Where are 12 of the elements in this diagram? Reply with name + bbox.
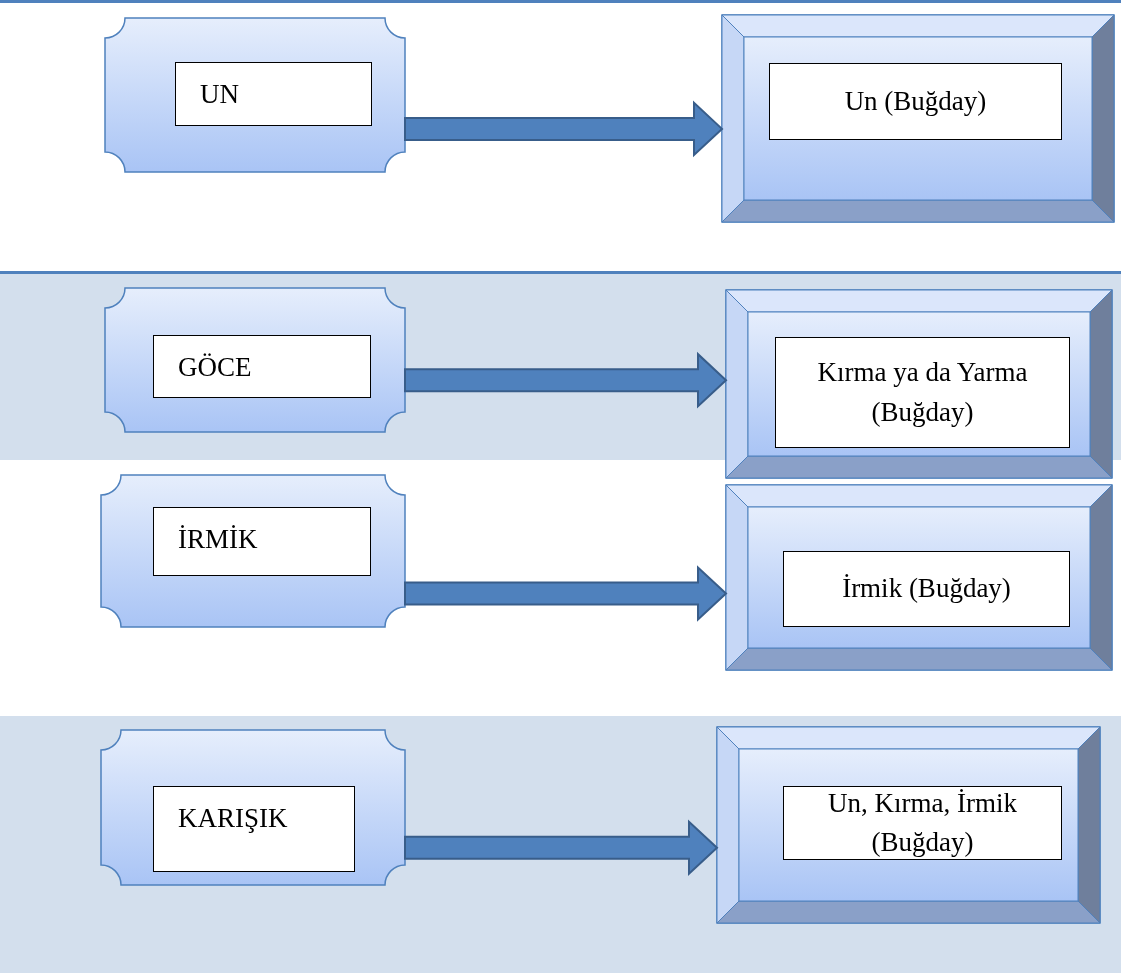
text-box: Kırma ya da Yarma (Buğday): [775, 337, 1070, 448]
text-box: KARIŞIK: [153, 786, 355, 872]
text-box: Un (Buğday): [769, 63, 1062, 140]
text-box: İrmik (Buğday): [783, 551, 1070, 627]
block-arrow: [404, 351, 728, 409]
block-arrow: [404, 819, 719, 877]
text-box: İRMİK: [153, 507, 371, 576]
text-box: Un, Kırma, İrmik (Buğday): [783, 786, 1062, 860]
block-arrow: [404, 100, 724, 158]
text-box: GÖCE: [153, 335, 371, 398]
block-arrow: [404, 565, 728, 622]
text-box: UN: [175, 62, 372, 126]
